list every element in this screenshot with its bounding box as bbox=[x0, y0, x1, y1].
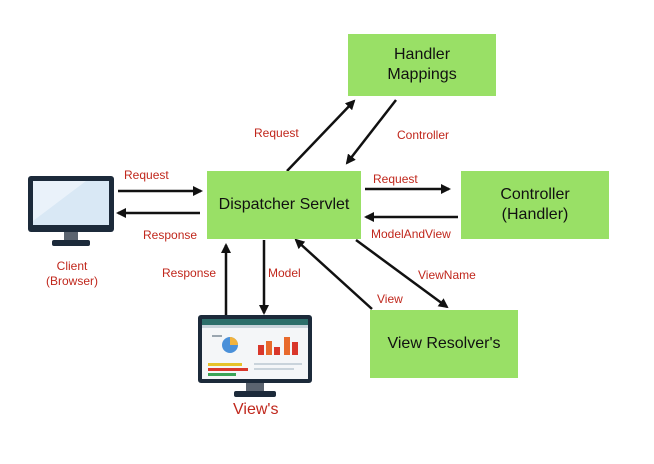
dispatcher-servlet-label: Dispatcher Servlet bbox=[218, 196, 350, 213]
edge-label-viewname: ViewName bbox=[418, 268, 476, 282]
edge-label-ctrl-request: Request bbox=[373, 172, 418, 186]
arrow-dispatcher-to-handler-mappings bbox=[286, 99, 356, 172]
controller-line2: (Handler) bbox=[501, 206, 569, 223]
views-label: View's bbox=[233, 401, 279, 418]
edge-label-ctrl-modelandview: ModelAndView bbox=[371, 227, 451, 241]
edge-label-client-response: Response bbox=[143, 228, 198, 242]
arrow-handler-mappings-to-dispatcher bbox=[345, 99, 397, 165]
edge-label-client-request: Request bbox=[124, 168, 169, 182]
edge-label-view-response: Response bbox=[162, 266, 217, 280]
controller-box: Controller (Handler) bbox=[461, 171, 609, 239]
client-label-line2: (Browser) bbox=[45, 274, 98, 288]
arrow-view-resolver-to-dispatcher bbox=[294, 238, 373, 310]
edge-label-view: View bbox=[377, 292, 403, 306]
dashboard-monitor-icon bbox=[198, 315, 312, 397]
handler-mappings-line1: Handler bbox=[393, 46, 451, 63]
client-label-line1: Client bbox=[56, 259, 88, 273]
edge-label-model: Model bbox=[268, 266, 301, 280]
view-resolver-label: View Resolver's bbox=[387, 335, 501, 352]
client-label: Client (Browser) bbox=[27, 259, 117, 289]
dispatcher-servlet-box: Dispatcher Servlet bbox=[207, 171, 361, 239]
handler-mappings-line2: Mappings bbox=[387, 66, 457, 83]
edge-label-hm-request: Request bbox=[254, 126, 299, 140]
desktop-monitor-icon bbox=[28, 176, 114, 246]
view-resolver-box: View Resolver's bbox=[370, 310, 518, 378]
edge-label-hm-controller: Controller bbox=[397, 128, 450, 142]
controller-line1: Controller bbox=[500, 186, 570, 203]
handler-mappings-box: Handler Mappings bbox=[348, 34, 496, 96]
arrow-dispatcher-to-view-resolver bbox=[355, 238, 449, 309]
